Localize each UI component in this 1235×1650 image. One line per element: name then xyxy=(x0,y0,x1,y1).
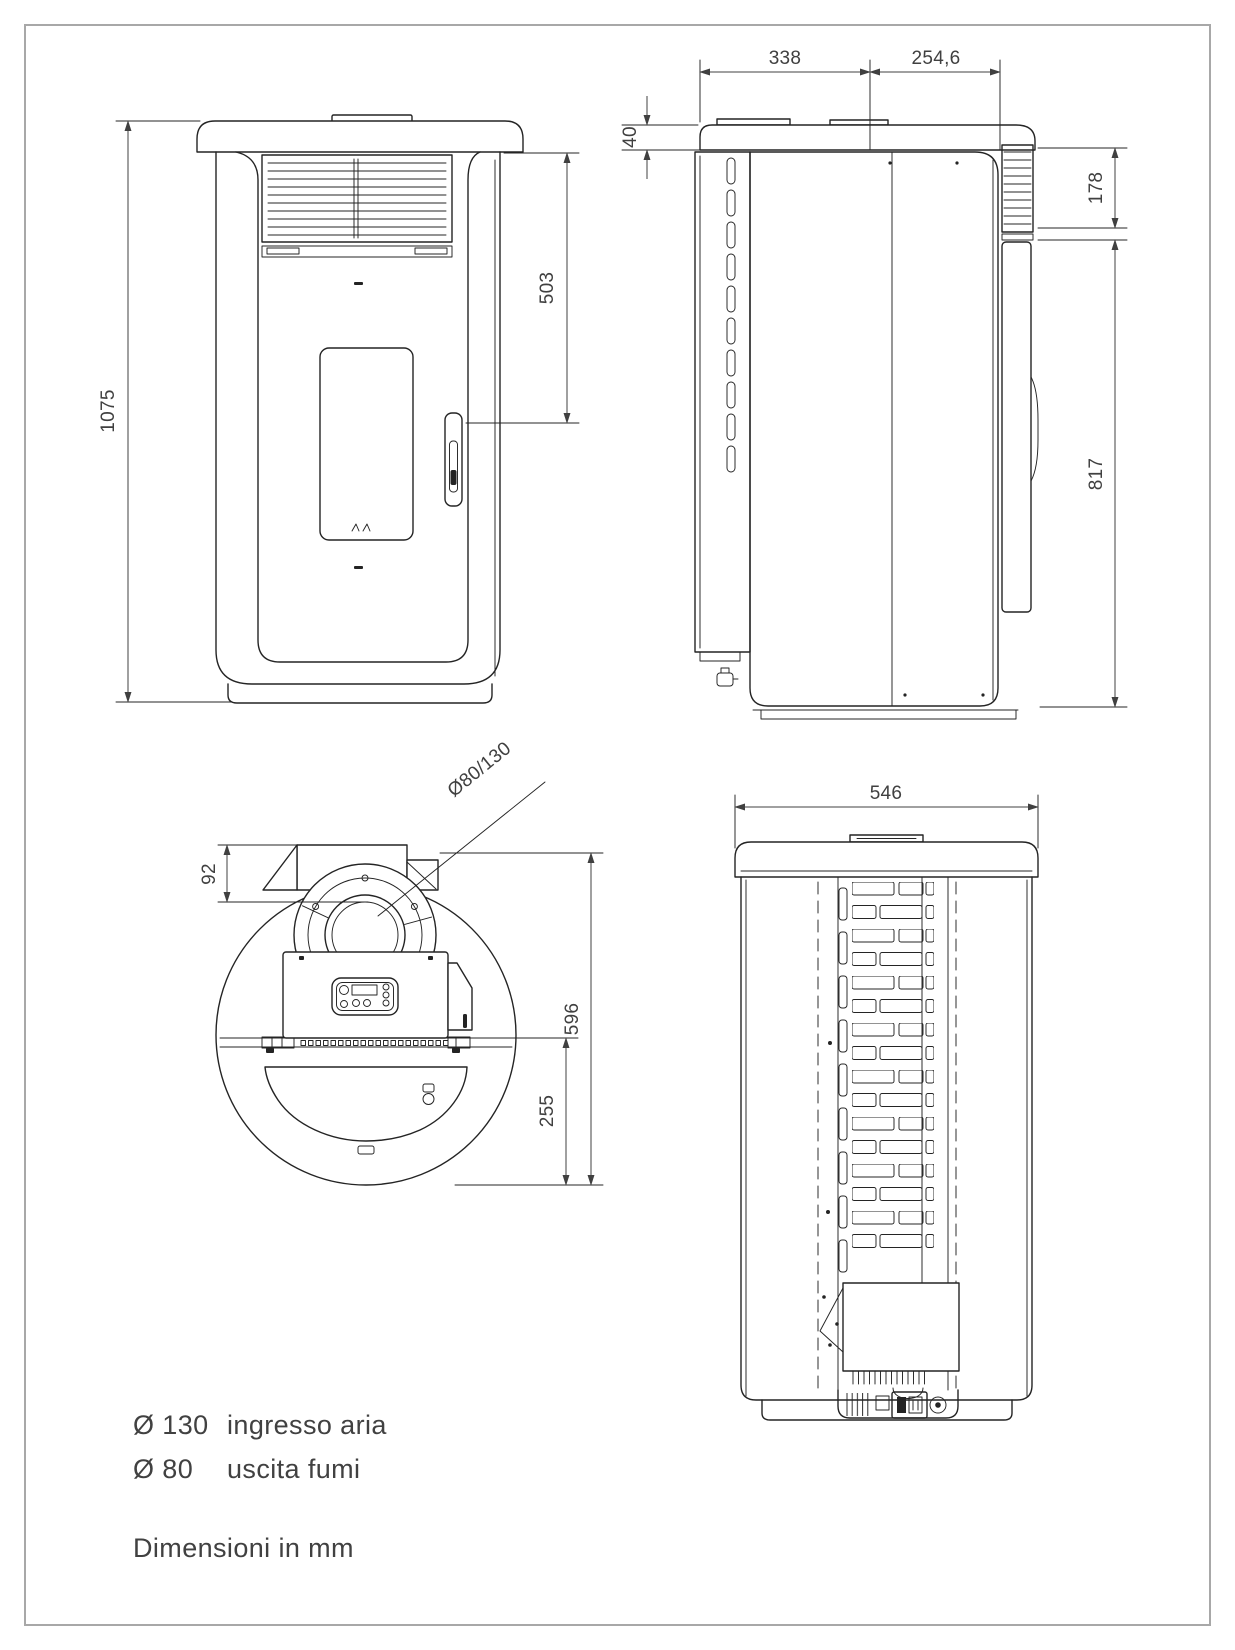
front-door xyxy=(319,282,414,569)
dim-side-grille-height: 178 xyxy=(1086,172,1107,205)
top-control-panel xyxy=(331,977,399,1016)
flue-leader-line xyxy=(377,781,546,917)
dim-top-flue-diameter: Ø80/130 xyxy=(444,738,516,802)
dim-front-height: 1075 xyxy=(98,389,119,432)
dim-side-depth-back: 254,6 xyxy=(911,48,960,69)
back-base xyxy=(761,1399,1013,1421)
legend-item-air-inlet: Ø 130 ingresso aria xyxy=(133,1410,387,1441)
legend: Ø 130 ingresso aria Ø 80 uscita fumi xyxy=(133,1410,387,1498)
dim-side-depth-front: 338 xyxy=(769,48,802,69)
top-handle-pocket xyxy=(264,1066,468,1155)
front-outline xyxy=(196,114,524,704)
legend-symbol: Ø 130 xyxy=(133,1410,209,1440)
back-center-channel xyxy=(817,876,957,1394)
back-outline xyxy=(734,834,1039,1401)
front-handle xyxy=(444,412,463,507)
side-back-louvers xyxy=(726,157,736,473)
legend-symbol: Ø 80 xyxy=(133,1454,194,1484)
back-side-slots xyxy=(838,887,848,1273)
side-outline xyxy=(694,118,1036,720)
legend-label: uscita fumi xyxy=(227,1454,361,1484)
units-note: Dimensioni in mm xyxy=(133,1533,354,1563)
back-bottom-assembly xyxy=(761,1282,1013,1421)
dim-side-top-thickness: 40 xyxy=(620,126,641,148)
dim-front-grille-door: 503 xyxy=(537,272,558,305)
dim-top-flue-offset: 92 xyxy=(199,863,220,885)
legend-label: ingresso aria xyxy=(227,1410,387,1440)
dim-top-front-depth: 255 xyxy=(537,1095,558,1128)
dim-side-body-height: 817 xyxy=(1086,458,1107,491)
top-view: Ø80/130 92 596 255 xyxy=(199,738,604,1186)
side-dimensions: 338 254,6 40 178 817 xyxy=(620,48,1128,708)
dim-top-depth: 596 xyxy=(562,1003,583,1036)
back-vent-bricks xyxy=(852,882,934,1254)
legend-item-smoke-outlet: Ø 80 uscita fumi xyxy=(133,1454,387,1485)
side-view: 338 254,6 40 178 817 xyxy=(620,48,1128,720)
side-front-grille xyxy=(1001,144,1039,613)
door-logo-mark xyxy=(351,523,371,532)
back-view: 546 xyxy=(734,783,1039,1421)
front-view: 1075 503 xyxy=(98,114,580,704)
back-dimensions: 546 xyxy=(734,783,1039,849)
dim-back-width: 546 xyxy=(870,783,903,804)
front-dimensions: 1075 503 xyxy=(98,120,580,703)
round-connector xyxy=(929,1396,947,1414)
power-inlet xyxy=(891,1391,928,1419)
top-control-box xyxy=(282,951,473,1039)
front-grille xyxy=(261,154,453,258)
